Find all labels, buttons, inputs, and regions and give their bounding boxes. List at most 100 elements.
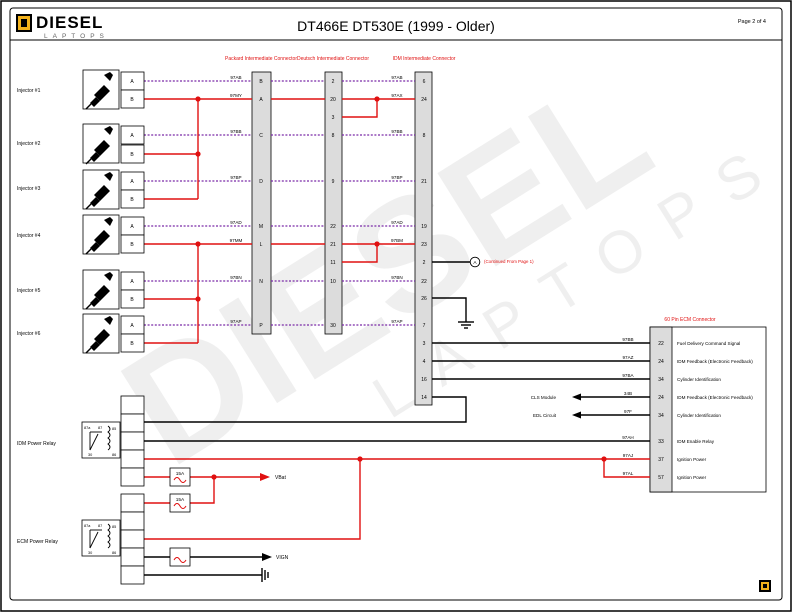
- ecm-pin-label: 22: [658, 341, 664, 347]
- ecm-power-relay-label: ECM Power Relay: [17, 539, 58, 545]
- relay-terminal-box: [120, 413, 145, 433]
- ecm-connector-title: 60 Pin ECM Connector: [664, 317, 715, 323]
- relay-terminal-box: [120, 511, 145, 531]
- splice-dot: [195, 241, 201, 247]
- injector-icon-2: [82, 123, 145, 165]
- relay-terminal-label: 87: [98, 524, 102, 528]
- relay-terminal-label: 87a: [84, 426, 91, 430]
- ecm-pin-label: 57: [658, 475, 664, 481]
- continued-from-note: (Continued From Page 1): [484, 259, 534, 264]
- deutsch-pin-label: 22: [330, 224, 336, 230]
- relay-terminal-label: 86: [112, 551, 116, 555]
- relay-terminal-box: [120, 529, 145, 549]
- splice-dot: [374, 96, 380, 102]
- idm-connector-title: IDM Intermediate Connector: [393, 56, 456, 62]
- packard-pin-label: C: [259, 133, 263, 139]
- injector-pin-label: A: [130, 179, 134, 185]
- wire-label: 97BA: [622, 373, 634, 378]
- signal-wire: [144, 396, 467, 423]
- fuse-rating: 15A: [176, 497, 185, 503]
- splice-dot: [195, 151, 201, 157]
- relay-terminal-box: [120, 395, 145, 415]
- connector-bars: [251, 71, 767, 493]
- wire-label: 97BB: [230, 129, 241, 134]
- injector-pin-label: A: [130, 133, 134, 139]
- idm-pin-label: 24: [421, 97, 427, 103]
- packard-pin-label: M: [259, 224, 263, 230]
- injector-label: Injector #5: [17, 288, 41, 294]
- injector-label: Injector #6: [17, 331, 41, 337]
- deutsch-pin-label: 9: [332, 179, 335, 185]
- arrow-left-icon: [572, 393, 581, 401]
- idm-pin-label: 22: [421, 279, 427, 285]
- ecm-function-label: Ignition Power: [677, 475, 707, 480]
- wire-label: 97AP: [230, 319, 241, 324]
- ecm-function-label: IDM Feedback (Electronic Feedback): [677, 359, 753, 364]
- injector-pin-label: B: [130, 197, 134, 203]
- arrow-left-icon: [572, 411, 581, 419]
- packard-connector-title: Packard Intermediate Connector: [225, 56, 297, 62]
- injector-pin-b: [120, 333, 145, 353]
- injector-pin-a: [120, 125, 145, 145]
- wire-label: 97F: [624, 409, 632, 414]
- splice-dot: [601, 456, 607, 462]
- wire-label: 97AH: [622, 435, 634, 440]
- packard-connector: [251, 71, 272, 335]
- ecm-function-label: Fuel Delivery Command Signal: [677, 341, 740, 346]
- wire-label: 97MM: [230, 238, 243, 243]
- header: DIESEL LAPTOPS DT466E DT530E (1999 - Old…: [10, 13, 782, 41]
- frame-border: [9, 7, 783, 601]
- wire-label: 97AL: [623, 471, 634, 476]
- deutsch-pin-label: 10: [330, 279, 336, 285]
- vign-label: VIGN: [276, 555, 289, 561]
- idm-pin-label: 2: [423, 260, 426, 266]
- relay-terminal-box: [120, 467, 145, 487]
- vbat-label: VBat: [275, 475, 286, 481]
- wire-label: 97AB: [230, 75, 241, 80]
- splice-dot: [195, 296, 201, 302]
- injector-pin-label: B: [130, 152, 134, 158]
- ecm-connector-pins: [649, 326, 673, 493]
- injector-icon-3: [82, 169, 145, 210]
- wire-label: 97BP: [230, 175, 241, 180]
- idm-pin-label: 8: [423, 133, 426, 139]
- wire-label: 97AD: [391, 220, 403, 225]
- relay-terminal-label: 30: [88, 551, 92, 555]
- deutsch-pin-label: 30: [330, 323, 336, 329]
- injector-icon-1: [82, 69, 145, 110]
- relay-terminal-label: 30: [88, 453, 92, 457]
- wire-label: 97MY: [230, 93, 242, 98]
- injector-pin-b: [120, 234, 145, 254]
- injector-pin-b: [120, 144, 145, 164]
- fuse-rating: 15A: [176, 471, 185, 477]
- injector-pin-b: [120, 189, 145, 209]
- relay-terminal-label: 87: [98, 426, 102, 430]
- relay-terminal-box: [120, 449, 145, 469]
- injector-pin-label: B: [130, 97, 134, 103]
- wire-label: 97AP: [391, 319, 402, 324]
- svg-text:DIESEL: DIESEL: [36, 13, 103, 32]
- wire-label: 97BN: [230, 275, 242, 280]
- reference-circle: [469, 256, 481, 268]
- relay-terminal-box: [120, 547, 145, 567]
- idm-pin-label: 3: [423, 341, 426, 347]
- wire-label: 97BM: [391, 238, 403, 243]
- wire-label: 97AZ: [623, 355, 634, 360]
- injector-pin-label: A: [130, 79, 134, 85]
- ecm-function-label: Ignition Power: [677, 457, 707, 462]
- deutsch-pin-label: 3: [332, 115, 335, 121]
- ecm-function-label: Cylinder Identification: [677, 413, 721, 418]
- relay-icon: [81, 421, 121, 459]
- footer-logo: [759, 580, 771, 592]
- wire-label: 97AX: [391, 93, 402, 98]
- fuse-15a-idm: 15A: [169, 467, 191, 487]
- idm-pin-label: 21: [421, 179, 427, 185]
- ecm-pin-label: 24: [658, 359, 664, 365]
- splice-dot: [374, 241, 380, 247]
- idm-pin-label: 4: [423, 359, 426, 365]
- idm-pin-label: 16: [421, 377, 427, 383]
- wire-label: 97AJ: [623, 453, 633, 458]
- diesel-laptops-logo: DIESEL LAPTOPS: [16, 13, 104, 40]
